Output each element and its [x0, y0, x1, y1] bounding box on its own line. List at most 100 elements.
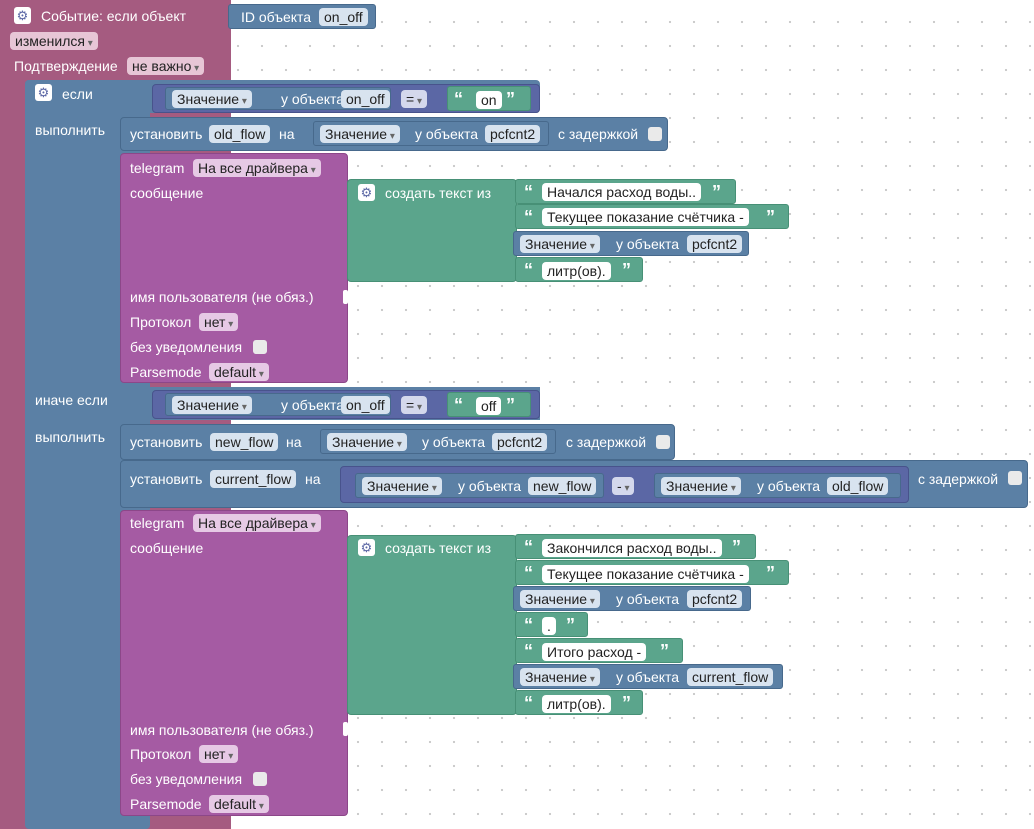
set-block[interactable]: установить old_flow на Значение у объект…	[120, 117, 668, 151]
open-quote-icon: “	[524, 537, 533, 557]
text-literal[interactable]: “ Текущее показание счётчика - ”	[515, 204, 789, 229]
ack-dropdown[interactable]: не важно	[127, 57, 205, 75]
username-input-socket[interactable]	[343, 722, 348, 736]
text-field[interactable]: Начался расход воды..	[542, 183, 702, 201]
protocol-dropdown[interactable]: нет	[199, 313, 239, 331]
to-label: на	[305, 471, 321, 487]
text-field[interactable]: Текущее показание счётчика -	[542, 208, 749, 226]
object-field[interactable]: pcfcnt2	[492, 433, 548, 451]
close-quote-icon: ”	[622, 693, 631, 713]
delay-checkbox[interactable]	[1008, 471, 1022, 485]
text-literal[interactable]: “ Закончился расход воды.. ”	[515, 534, 756, 559]
object-id-field[interactable]: on_off	[319, 8, 368, 26]
text-literal[interactable]: “ off ”	[447, 392, 531, 417]
operator-dropdown[interactable]: =	[401, 90, 427, 108]
of-object-label: у объекта	[757, 478, 821, 494]
value-getter[interactable]: Значение у объекта new_flow	[355, 473, 604, 498]
text-field[interactable]: .	[542, 617, 556, 635]
open-quote-icon: “	[524, 182, 533, 202]
of-object-label: у объекта	[616, 669, 680, 685]
text-field[interactable]: off	[476, 397, 502, 415]
value-dropdown[interactable]: Значение	[172, 396, 252, 414]
drivers-dropdown[interactable]: На все драйвера	[193, 514, 321, 532]
text-literal[interactable]: “ Итого расход - ”	[515, 638, 683, 663]
delay-checkbox[interactable]	[648, 127, 662, 141]
operator-dropdown[interactable]: =	[401, 396, 427, 414]
text-field[interactable]: Итого расход -	[542, 643, 647, 661]
gear-icon[interactable]: ⚙	[35, 84, 52, 101]
value-dropdown[interactable]: Значение	[661, 477, 741, 495]
set-block[interactable]: установить new_flow на Значение у объект…	[120, 424, 675, 460]
value-dropdown[interactable]: Значение	[520, 668, 600, 686]
arithmetic-block[interactable]: Значение у объекта new_flow - Значение у…	[340, 466, 909, 503]
object-field[interactable]: pcfcnt2	[485, 125, 541, 143]
close-quote-icon: ”	[766, 563, 775, 583]
object-field[interactable]: on_off	[341, 396, 390, 414]
operator-dropdown[interactable]: -	[612, 477, 635, 495]
value-dropdown[interactable]: Значение	[362, 477, 442, 495]
variable-field[interactable]: new_flow	[210, 433, 279, 451]
variable-field[interactable]: old_flow	[209, 125, 271, 143]
value-dropdown[interactable]: Значение	[520, 235, 600, 253]
value-getter[interactable]: Значение у объекта pcfcnt2	[513, 586, 751, 611]
object-field[interactable]: old_flow	[827, 477, 889, 495]
value-dropdown[interactable]: Значение	[320, 125, 400, 143]
value-getter[interactable]: Значение у объекта current_flow	[513, 664, 783, 689]
create-text-block[interactable]: ⚙ создать текст из	[347, 535, 517, 715]
value-dropdown[interactable]: Значение	[520, 590, 600, 608]
delay-label: с задержкой	[566, 434, 647, 450]
elseif-label: иначе если	[35, 392, 108, 408]
object-field[interactable]: pcfcnt2	[687, 235, 743, 253]
value-getter[interactable]: Значение у объекта on_off	[165, 87, 391, 110]
value-getter[interactable]: Значение у объекта pcfcnt2	[313, 121, 549, 146]
of-object-label: у объекта	[281, 91, 345, 107]
text-literal[interactable]: “ литр(ов). ”	[515, 690, 643, 715]
value-getter[interactable]: Значение у объекта on_off	[165, 393, 391, 416]
text-literal[interactable]: “ . ”	[515, 612, 588, 637]
username-label: имя пользователя (не обяз.)	[130, 722, 314, 738]
compare-block[interactable]: Значение у объекта on_off = “ on ”	[152, 84, 540, 113]
object-id-block[interactable]: ID объекта on_off	[228, 4, 376, 29]
no-notify-checkbox[interactable]	[253, 772, 267, 786]
value-dropdown[interactable]: Значение	[172, 90, 252, 108]
set-block[interactable]: установить current_flow на Значение у об…	[120, 460, 1028, 508]
telegram-block[interactable]: telegram На все драйвера сообщение имя п…	[120, 153, 348, 383]
text-literal[interactable]: “ on ”	[447, 86, 531, 111]
object-field[interactable]: pcfcnt2	[687, 590, 743, 608]
value-dropdown[interactable]: Значение	[327, 433, 407, 451]
close-quote-icon: ”	[506, 395, 515, 415]
gear-icon[interactable]: ⚙	[14, 7, 31, 24]
delay-checkbox[interactable]	[656, 435, 670, 449]
username-input-socket[interactable]	[343, 290, 348, 304]
do2-label: выполнить	[35, 429, 105, 445]
text-field[interactable]: Закончился расход воды..	[542, 539, 722, 557]
telegram-label: telegram	[130, 515, 185, 531]
no-notify-checkbox[interactable]	[253, 340, 267, 354]
drivers-dropdown[interactable]: На все драйвера	[193, 159, 321, 177]
protocol-dropdown[interactable]: нет	[199, 745, 239, 763]
text-literal[interactable]: “ Начался расход воды.. ”	[515, 179, 736, 204]
changed-dropdown[interactable]: изменился	[10, 32, 98, 50]
text-field[interactable]: on	[476, 91, 502, 109]
telegram-block[interactable]: telegram На все драйвера сообщение имя п…	[120, 510, 348, 816]
object-field[interactable]: on_off	[341, 90, 390, 108]
value-getter[interactable]: Значение у объекта pcfcnt2	[513, 231, 749, 256]
value-getter[interactable]: Значение у объекта old_flow	[654, 473, 901, 498]
text-field[interactable]: литр(ов).	[542, 695, 611, 713]
text-field[interactable]: Текущее показание счётчика -	[542, 565, 749, 583]
text-literal[interactable]: “ Текущее показание счётчика - ”	[515, 560, 789, 585]
protocol-label: Протокол	[130, 746, 192, 762]
variable-field[interactable]: current_flow	[210, 470, 297, 488]
create-text-block[interactable]: ⚙ создать текст из	[347, 179, 517, 282]
gear-icon[interactable]: ⚙	[358, 184, 375, 201]
object-field[interactable]: current_flow	[687, 668, 774, 686]
close-quote-icon: ”	[766, 207, 775, 227]
parsemode-dropdown[interactable]: default	[209, 795, 269, 813]
parsemode-dropdown[interactable]: default	[209, 363, 269, 381]
compare-block[interactable]: Значение у объекта on_off = “ off ”	[152, 390, 540, 419]
text-literal[interactable]: “ литр(ов). ”	[515, 257, 643, 282]
object-field[interactable]: new_flow	[528, 477, 597, 495]
text-field[interactable]: литр(ов).	[542, 262, 611, 280]
gear-icon[interactable]: ⚙	[358, 539, 375, 556]
value-getter[interactable]: Значение у объекта pcfcnt2	[320, 429, 556, 454]
